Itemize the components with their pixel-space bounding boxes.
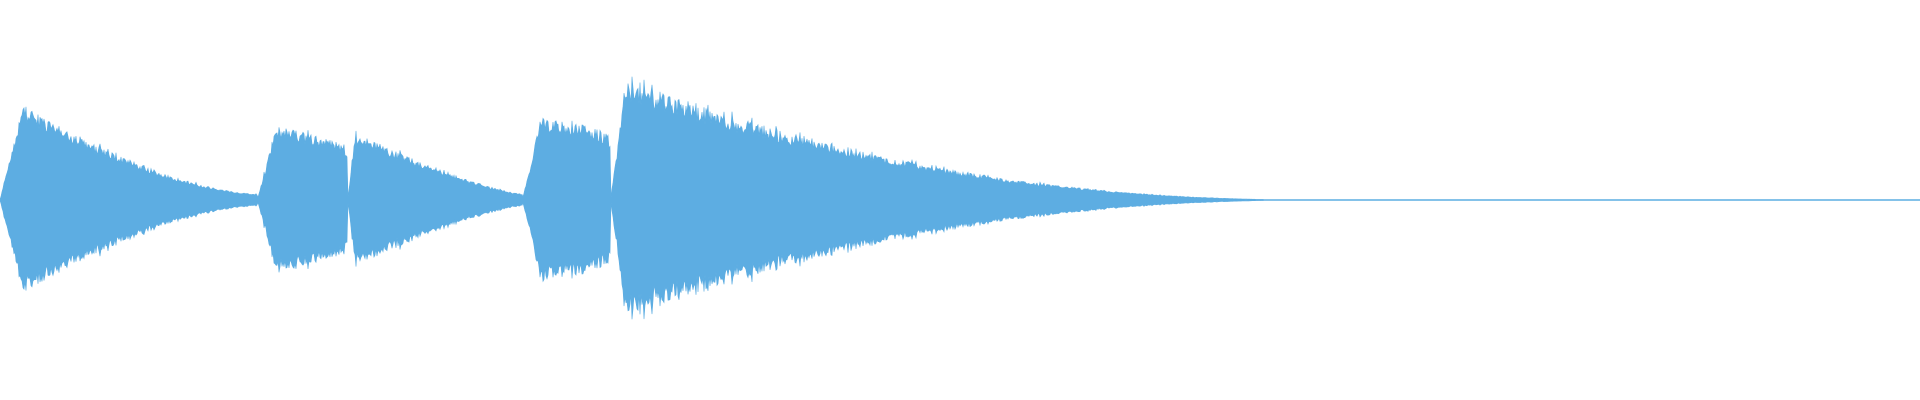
waveform-shape [0,76,1920,320]
